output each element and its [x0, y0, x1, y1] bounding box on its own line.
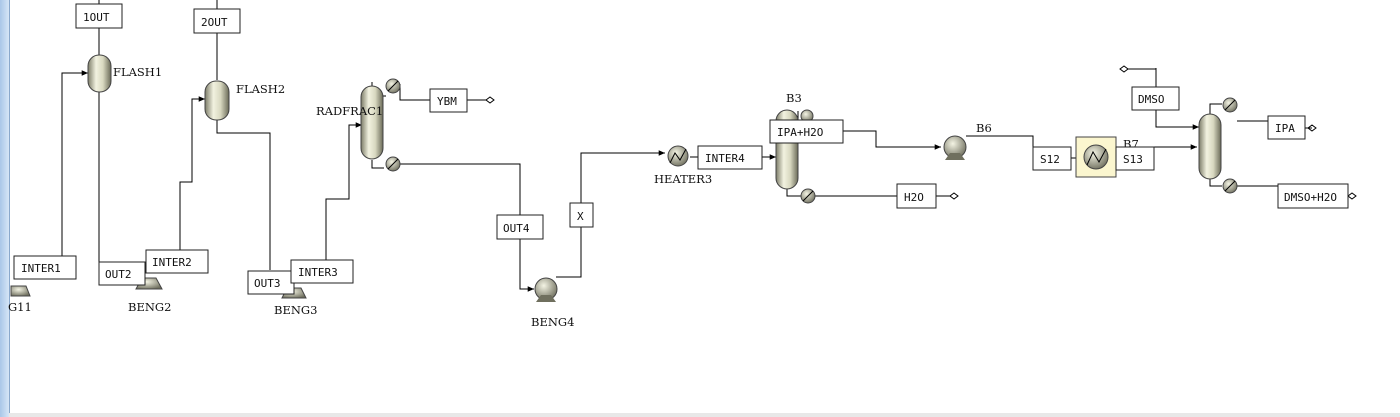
svg-text:IPA: IPA — [1275, 122, 1295, 135]
ipa-product-arrow-icon — [1307, 124, 1317, 132]
svg-text:1OUT: 1OUT — [83, 11, 110, 24]
stream-inter3[interactable]: INTER3 — [290, 259, 354, 284]
svg-text:INTER3: INTER3 — [298, 266, 338, 279]
stream-inter2[interactable]: INTER2 — [145, 249, 209, 274]
svg-text:INTER4: INTER4 — [705, 152, 745, 165]
flash1-label: FLASH1 — [113, 65, 162, 79]
flash2-vessel[interactable] — [204, 80, 230, 121]
stream-ybm[interactable]: YBM — [429, 88, 468, 113]
stream-inter4[interactable]: INTER4 — [697, 145, 763, 170]
svg-text:OUT3: OUT3 — [254, 277, 281, 290]
stream-inter1[interactable]: INTER1 — [13, 255, 77, 280]
stream-out3[interactable]: OUT3 — [247, 270, 295, 295]
svg-text:INTER2: INTER2 — [152, 256, 192, 269]
stream-dmso-h2o[interactable]: DMSO+H2O — [1277, 183, 1349, 209]
svg-text:OUT4: OUT4 — [503, 222, 530, 235]
svg-text:IPA+H2O: IPA+H2O — [777, 126, 823, 139]
beng3-label: BENG3 — [274, 303, 317, 317]
svg-text:YBM: YBM — [437, 95, 457, 108]
stream-dmso[interactable]: DMSO — [1131, 86, 1180, 111]
stream-lines — [61, 0, 1312, 292]
stream-s12[interactable]: S12 — [1032, 146, 1072, 171]
svg-text:X: X — [577, 210, 584, 223]
svg-text:DMSO: DMSO — [1138, 93, 1165, 106]
dmso-h2o-product-arrow-icon — [1347, 192, 1357, 200]
dmso-feed-arrow-icon — [1119, 65, 1129, 73]
dmso-column[interactable] — [1198, 113, 1222, 180]
b6-label: B6 — [976, 121, 992, 135]
flash2-label: FLASH2 — [236, 82, 285, 96]
heater3-icon[interactable] — [667, 145, 689, 167]
svg-text:S13: S13 — [1123, 153, 1143, 166]
stream-x[interactable]: X — [569, 202, 594, 228]
stream-ipa[interactable]: IPA — [1267, 115, 1306, 140]
beng2-label: BENG2 — [128, 300, 171, 314]
stream-out2[interactable]: OUT2 — [98, 261, 146, 286]
stream-h2o[interactable]: H2O — [896, 183, 937, 209]
svg-text:S12: S12 — [1040, 153, 1060, 166]
g11-label: G11 — [8, 300, 32, 314]
g11-pump-icon[interactable] — [10, 285, 31, 297]
radfrac1-column[interactable] — [360, 85, 384, 160]
b3-label: B3 — [786, 91, 802, 105]
stream-1out[interactable]: 1OUT — [75, 3, 123, 29]
h2o-product-arrow-icon — [949, 192, 959, 200]
svg-text:H2O: H2O — [904, 191, 924, 204]
svg-text:DMSO+H2O: DMSO+H2O — [1284, 191, 1337, 204]
svg-text:INTER1: INTER1 — [21, 262, 61, 275]
radfrac1-label: RADFRAC1 — [316, 104, 383, 118]
beng4-label: BENG4 — [531, 315, 574, 329]
stream-s13[interactable]: S13 — [1115, 146, 1155, 171]
flash1-vessel[interactable] — [87, 54, 112, 93]
stream-2out[interactable]: 2OUT — [193, 8, 241, 34]
stream-out4[interactable]: OUT4 — [496, 214, 544, 240]
svg-text:OUT2: OUT2 — [105, 268, 132, 281]
stream-ipa-h2o[interactable]: IPA+H2O — [769, 119, 844, 144]
window-left-border — [0, 0, 10, 417]
scrollbar-strip[interactable] — [9, 413, 1400, 417]
svg-text:2OUT: 2OUT — [201, 16, 228, 29]
ybm-product-arrow-icon — [485, 96, 495, 104]
heater3-label: HEATER3 — [654, 172, 712, 186]
